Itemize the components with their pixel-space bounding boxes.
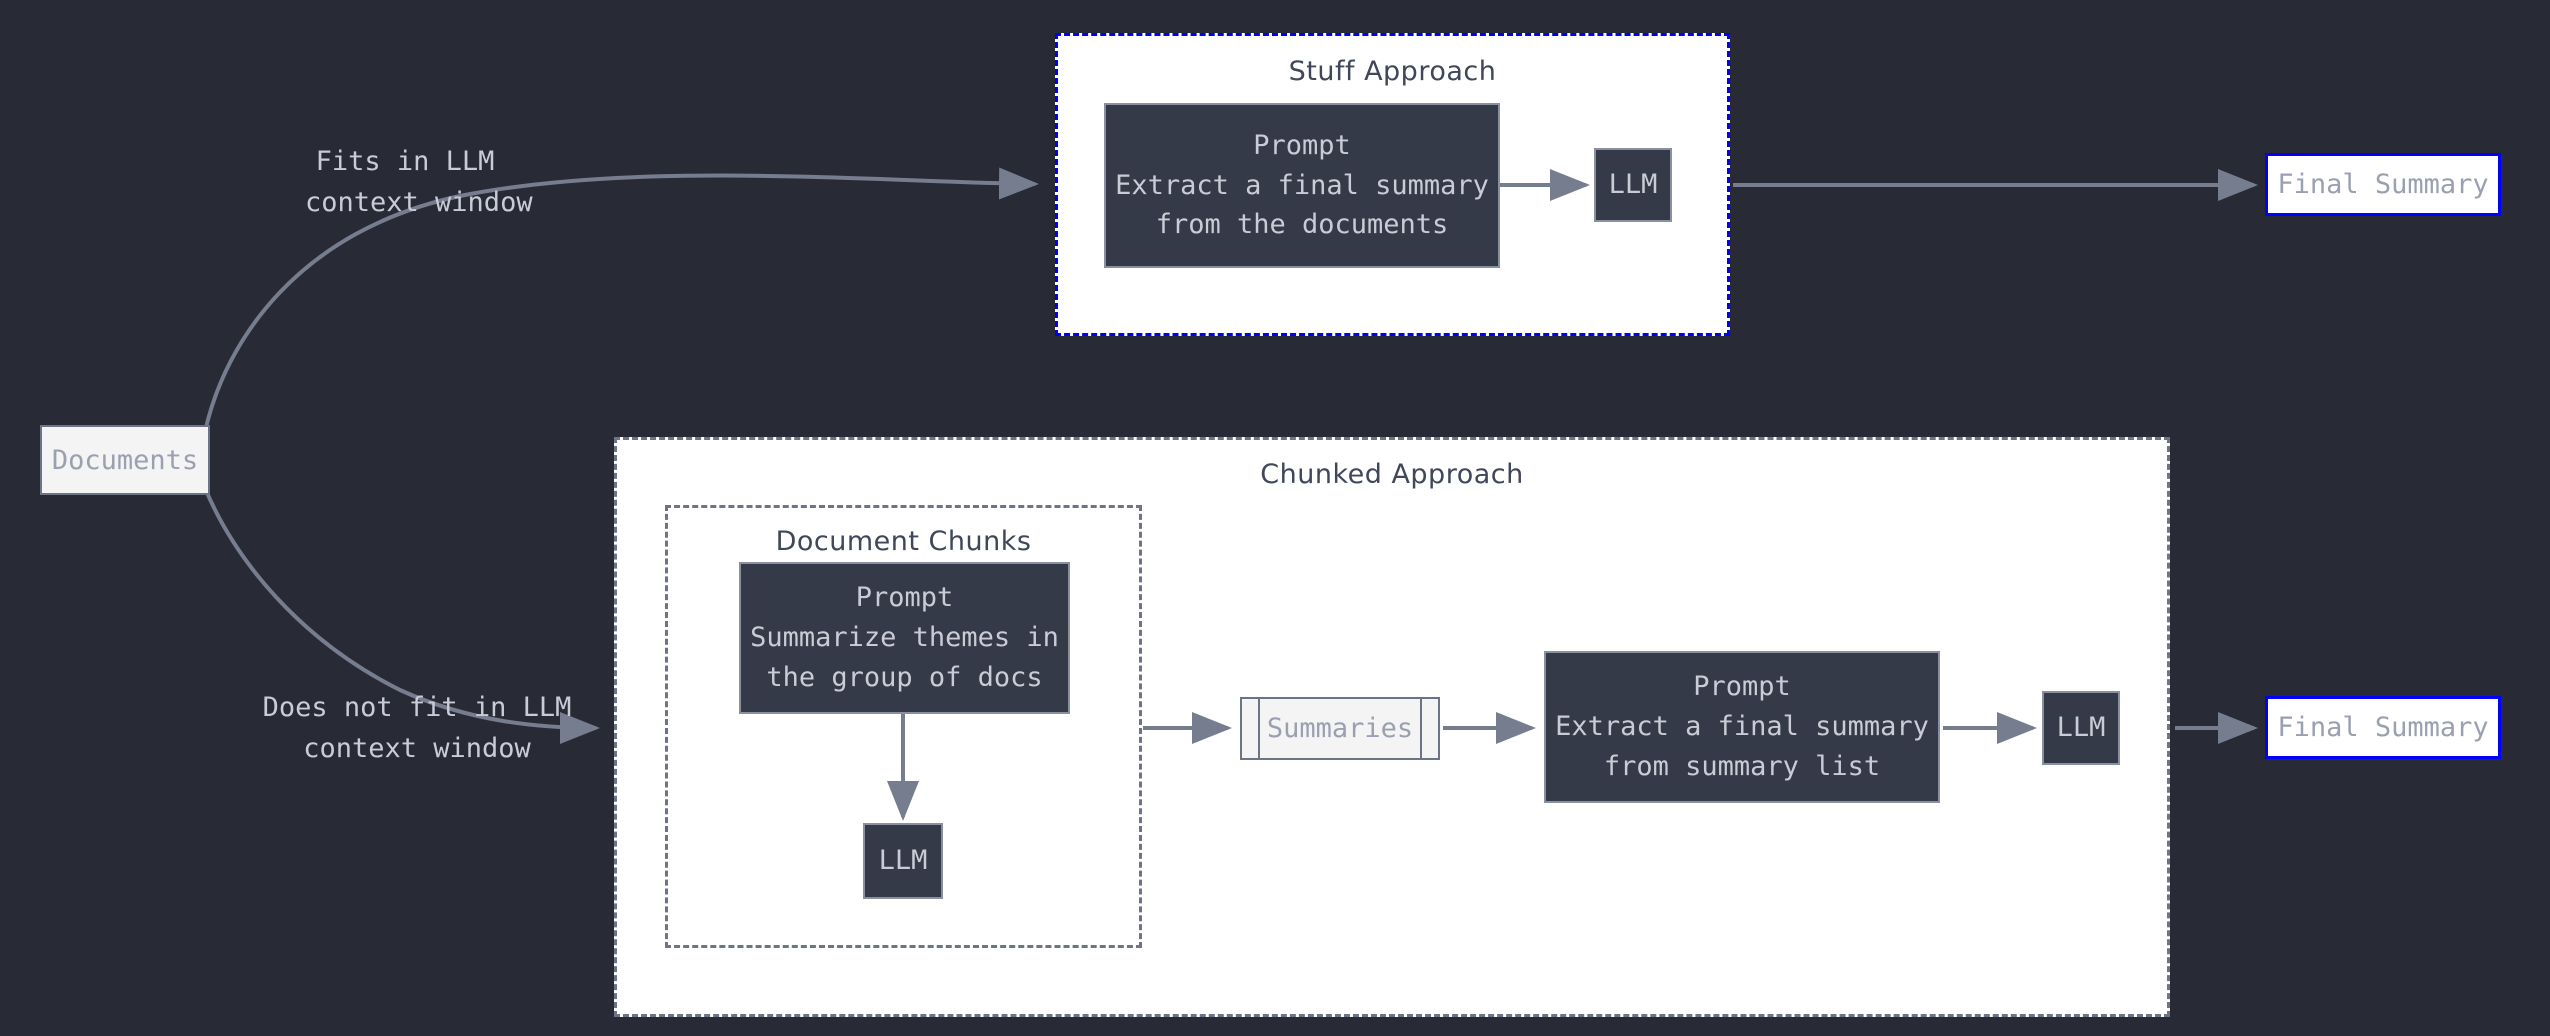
node-chunk-llm[interactable]: LLM [863,823,943,899]
node-chunk-prompt-line-3: the group of docs [766,661,1043,693]
node-chunked-final-summary-label: Final Summary [2277,712,2489,743]
node-documents[interactable]: Documents [40,425,210,495]
edge-label-fits-line-1: Fits in LLM [315,146,495,177]
node-stuff-prompt-line-3: from the documents [1155,209,1449,241]
node-chunked-llm[interactable]: LLM [2042,691,2120,765]
node-chunked-llm-label: LLM [2056,712,2106,744]
node-stuff-final-summary-label: Final Summary [2277,169,2489,200]
node-chunk-prompt[interactable]: Prompt Summarize themes in the group of … [739,562,1070,714]
node-chunk-prompt-line-2: Summarize themes in [750,622,1059,654]
node-final-prompt-line-1: Prompt [1693,671,1791,703]
edge-label-does-not-fit-in-llm: Does not fit in LLM context window [262,688,572,769]
node-chunk-llm-label: LLM [878,845,928,877]
node-chunk-prompt-line-1: Prompt [855,582,954,614]
node-stuff-prompt-line-1: Prompt [1253,129,1351,161]
cluster-chunked-approach-title: Chunked Approach [1260,459,1524,490]
cluster-document-chunks-title: Document Chunks [775,526,1032,557]
node-summaries[interactable]: Summaries [1240,697,1440,760]
node-stuff-llm[interactable]: LLM [1594,148,1672,222]
cluster-stuff-approach-title: Stuff Approach [1288,56,1497,87]
edge-label-fits-line-2: context window [305,186,533,218]
edge-label-fits-in-llm: Fits in LLM context window [305,142,533,223]
edge-label-does-not-fit-line-2: context window [303,732,531,764]
node-stuff-llm-label: LLM [1608,169,1658,201]
node-final-prompt-line-3: from summary list [1603,750,1881,782]
node-stuff-prompt-line-2: Extract a final summary [1115,169,1489,201]
node-stuff-prompt[interactable]: Prompt Extract a final summary from the … [1104,103,1500,268]
node-chunked-final-summary[interactable]: Final Summary [2265,696,2501,759]
cluster-document-chunks: Document Chunks [665,505,1142,948]
node-documents-label: Documents [51,444,199,476]
node-summaries-label: Summaries [1266,713,1414,744]
node-final-prompt-line-2: Extract a final summary [1555,711,1929,743]
node-final-prompt[interactable]: Prompt Extract a final summary from summ… [1544,651,1940,803]
edge-label-does-not-fit-line-1: Does not fit in LLM [262,692,572,723]
node-stuff-final-summary[interactable]: Final Summary [2265,153,2501,216]
